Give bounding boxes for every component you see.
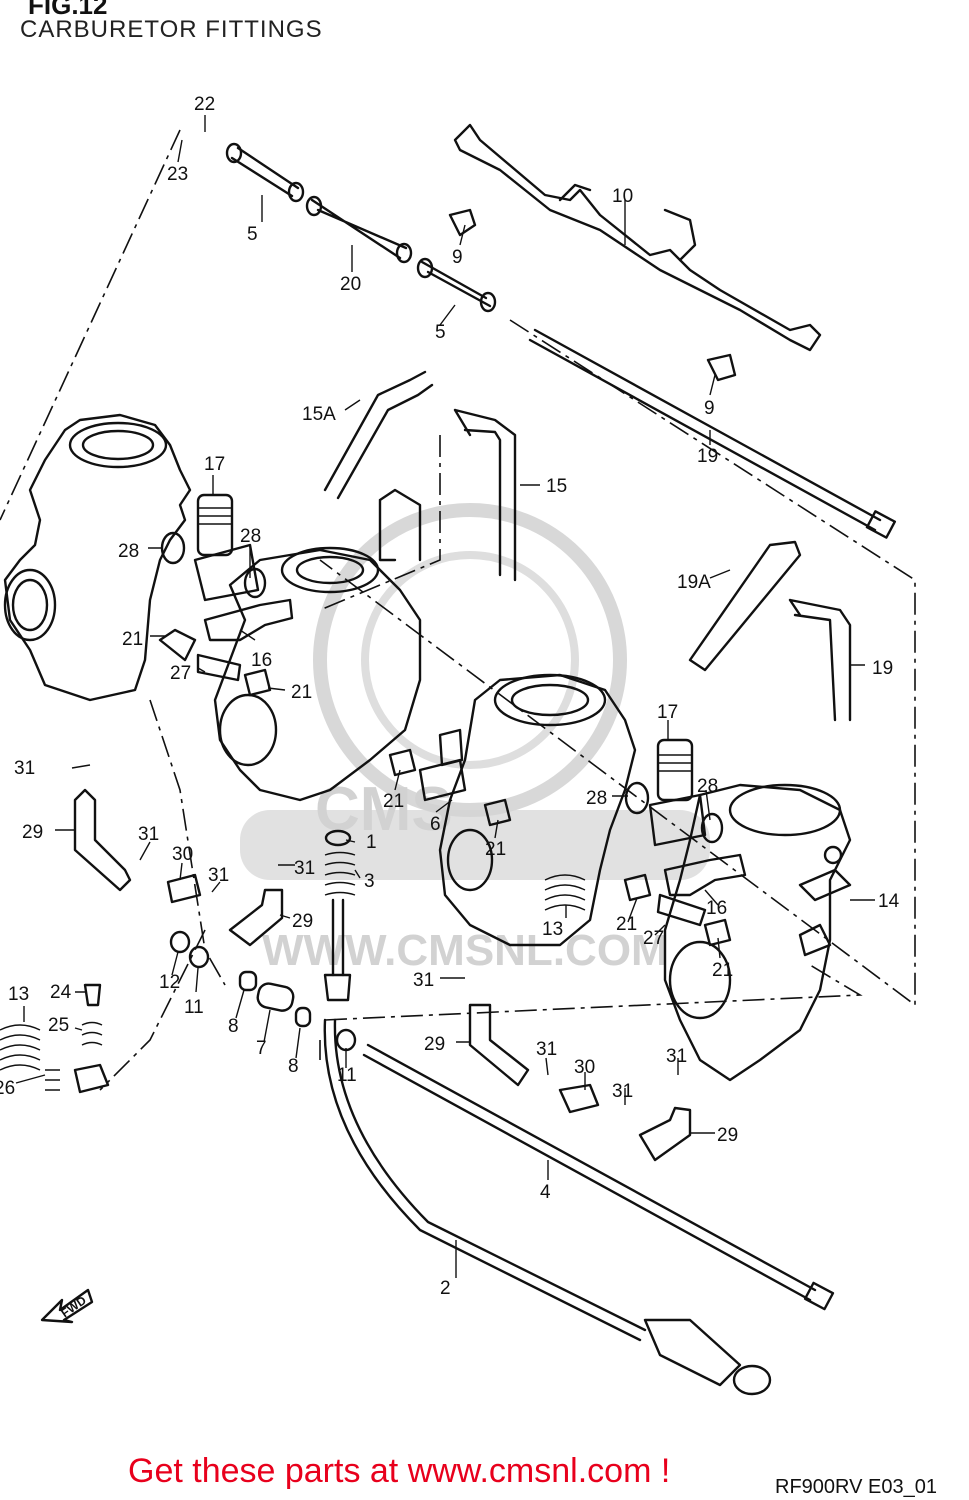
callout: 16 [251, 650, 272, 671]
callout: 19A [677, 572, 711, 593]
carburetor-right [663, 783, 852, 1082]
callout: 5 [247, 224, 258, 245]
watermark-url: WWW.CMSNL.COM [262, 926, 668, 975]
callout: 29 [292, 911, 313, 932]
carburetor-right-front [438, 673, 637, 947]
callout: 27 [643, 928, 664, 949]
callout: 31 [14, 758, 35, 779]
figure-number: FIG.12 [28, 0, 108, 20]
fwd-arrow-label: FWD [58, 1293, 89, 1320]
callout: 8 [228, 1016, 239, 1037]
callout: 9 [452, 247, 463, 268]
promo-link[interactable]: Get these parts at www.cmsnl.com ! [128, 1452, 671, 1490]
callout: 5 [435, 322, 446, 343]
callout: 21 [485, 839, 506, 860]
callout: 9 [704, 398, 715, 419]
figure-title: CARBURETOR FITTINGS [20, 16, 323, 43]
callout: 7 [256, 1038, 267, 1059]
callout: 30 [172, 844, 193, 865]
callout: 29 [22, 822, 43, 843]
rod-19 [528, 328, 897, 539]
callout: 21 [291, 682, 312, 703]
callout: 3 [364, 871, 375, 892]
callout: 21 [383, 791, 404, 812]
callout: 19 [697, 446, 718, 467]
callout: 30 [574, 1057, 595, 1078]
callout: 21 [616, 914, 637, 935]
leader-lines [15, 115, 875, 1278]
cables [323, 1018, 835, 1396]
callout: 17 [204, 454, 225, 475]
callout: 12 [159, 972, 180, 993]
callout: 20 [340, 274, 361, 295]
callout: 24 [50, 982, 72, 1003]
callout: 10 [612, 186, 633, 207]
callout: 31 [294, 858, 315, 879]
callout: 21 [712, 960, 733, 981]
callout: 25 [48, 1015, 69, 1036]
callout: 13 [542, 919, 563, 940]
callout: 19 [872, 658, 893, 679]
callout: 28 [586, 788, 607, 809]
callout: 31 [208, 865, 229, 886]
callout: 13 [8, 984, 29, 1005]
callout: 28 [118, 541, 139, 562]
callout: 26 [0, 1078, 15, 1099]
callout: 4 [540, 1182, 551, 1203]
bracket-10 [448, 123, 822, 382]
callout: 8 [288, 1056, 299, 1077]
callout: 31 [413, 970, 434, 991]
page-code: RF900RV E03_01 [775, 1476, 937, 1498]
callout: 14 [878, 891, 900, 912]
callout: 1 [366, 832, 377, 853]
top-hoses [225, 142, 852, 722]
callout: 2 [440, 1278, 451, 1299]
assembly-outline [0, 129, 916, 1091]
fwd-arrow: FWD [40, 1288, 94, 1324]
callout: 6 [430, 814, 441, 835]
callout: 27 [170, 663, 191, 684]
callout: 22 [194, 94, 215, 115]
callout-numbers: 22 23 5 20 5 9 10 9 19 15A 15 17 28 28 2… [0, 94, 900, 1299]
callout: 23 [167, 164, 188, 185]
callout: 21 [122, 629, 143, 650]
callout: 28 [697, 776, 718, 797]
callout: 31 [138, 824, 159, 845]
callout: 17 [657, 702, 678, 723]
fitting-17-right [624, 738, 724, 847]
callout: 31 [612, 1081, 633, 1102]
watermark: CMS WWW.CMSNL.COM [240, 503, 710, 975]
callout: 11 [184, 997, 204, 1018]
callout: 15 [546, 476, 567, 497]
callout: 11 [337, 1065, 357, 1086]
springs-and-small-parts [0, 598, 852, 1114]
carburetor-left [3, 413, 192, 702]
callout: 15A [302, 404, 336, 425]
callout: 29 [424, 1034, 445, 1055]
carburetor-middle [213, 546, 422, 802]
callout: 31 [536, 1039, 557, 1060]
hose-29-group [73, 788, 692, 1162]
callout: 16 [706, 898, 727, 919]
callout: 28 [240, 526, 261, 547]
callout: 31 [666, 1046, 687, 1067]
watermark-logo: CMS [315, 775, 453, 844]
callout: 29 [717, 1125, 738, 1146]
